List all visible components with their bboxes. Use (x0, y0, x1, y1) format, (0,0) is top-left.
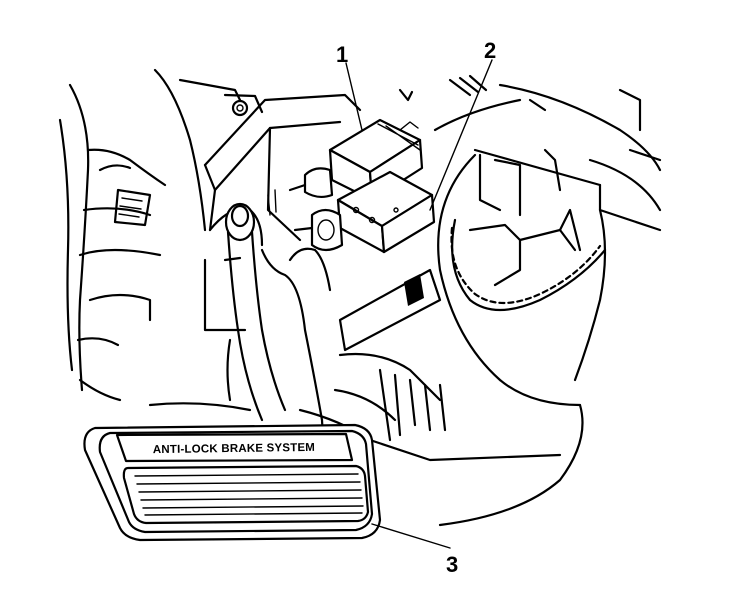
pedal-switch (288, 118, 436, 254)
leader-line-2 (429, 59, 493, 211)
leader-line-1 (345, 62, 363, 131)
floor-panels (78, 268, 562, 462)
left-dash-structure (58, 68, 264, 392)
pedal-pad (83, 423, 382, 542)
pedal-bracket (203, 93, 362, 332)
callout-2: 2 (484, 38, 496, 63)
leader-line-3 (371, 523, 451, 549)
callout-3: 3 (446, 552, 458, 577)
leader-lines (345, 59, 493, 549)
callout-1: 1 (336, 42, 348, 67)
pedal-boot (437, 153, 607, 527)
column-support (398, 74, 662, 232)
pedal-pad-label: ANTI-LOCK BRAKE SYSTEM (153, 442, 315, 456)
